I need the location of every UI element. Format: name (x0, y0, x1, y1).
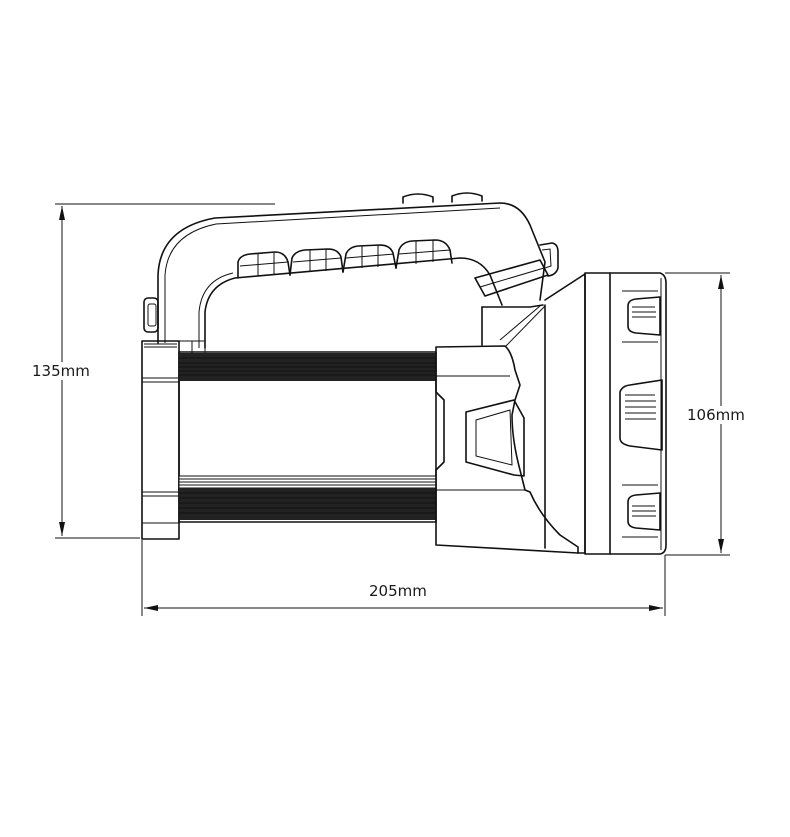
button-2 (451, 192, 483, 203)
lower-ribs (178, 475, 437, 520)
head-grip (435, 304, 579, 554)
button-1 (402, 193, 434, 204)
bumper-middle (619, 379, 663, 451)
upper-ribs (179, 353, 436, 381)
length-dimension (141, 540, 666, 616)
length-dimension-label: 205mm (369, 582, 427, 600)
carry-handle (157, 202, 549, 349)
finger-grips (237, 239, 453, 279)
strap-loop-left (143, 297, 159, 333)
strap-loop-right (539, 242, 559, 277)
bumper-bottom (622, 484, 661, 538)
ribbed-body (178, 351, 437, 523)
head-dimension-label: 106mm (687, 406, 745, 424)
height-dimension-label: 135mm (32, 362, 90, 380)
lamp-head (544, 272, 667, 555)
bumper-top (622, 290, 661, 343)
top-buttons (402, 192, 483, 204)
